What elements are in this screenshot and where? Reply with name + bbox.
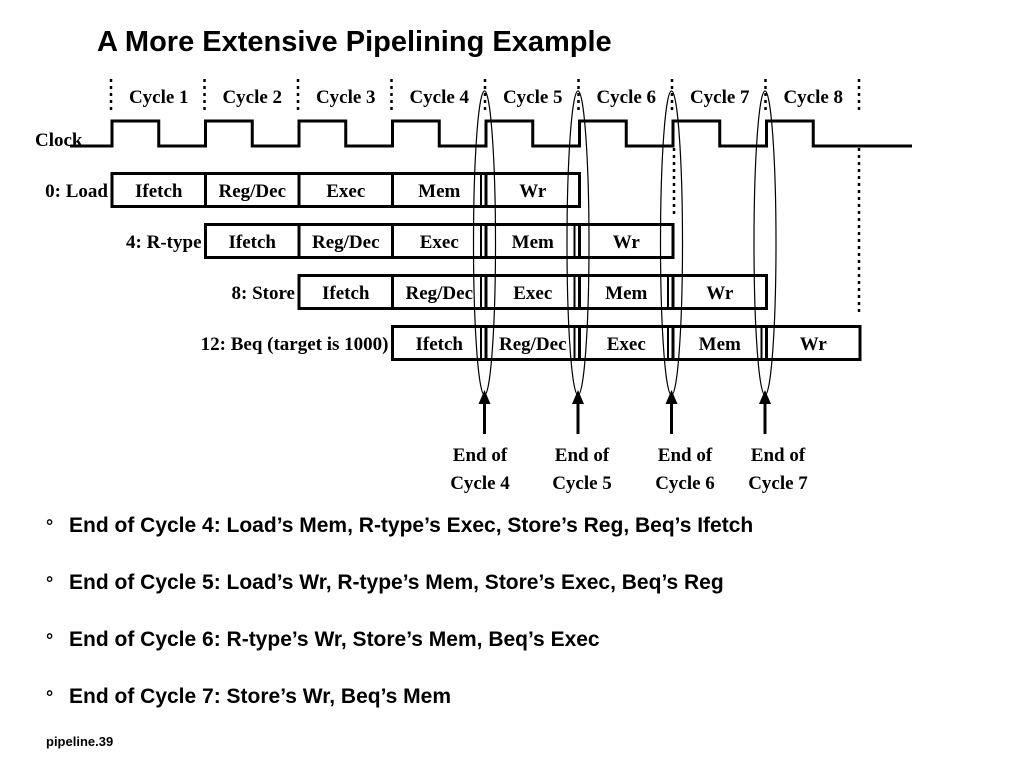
stage-label: Ifetch xyxy=(416,334,464,355)
bullet-mark: ° xyxy=(46,516,54,536)
stage-label: Wr xyxy=(706,283,734,304)
end-of-cycle-label: End of xyxy=(751,445,806,466)
stage-label: Ifetch xyxy=(322,283,370,304)
stage-label: Reg/Dec xyxy=(312,232,380,253)
cycle-label: Cycle 7 xyxy=(690,87,750,108)
pipeline-bar xyxy=(110,172,581,208)
instruction-label: 0: Load xyxy=(45,181,108,202)
stage-label: Reg/Dec xyxy=(499,334,567,355)
arrow-head-icon xyxy=(572,390,584,404)
end-of-cycle-label: End of xyxy=(555,445,610,466)
instruction-row: 8: Store Ifetch Reg/Dec Exec Mem Wr xyxy=(232,274,768,310)
cycle-label: Cycle 4 xyxy=(409,87,469,108)
stage-label: Reg/Dec xyxy=(405,283,473,304)
stage-label: Exec xyxy=(513,283,552,304)
cycle-labels: Cycle 1 Cycle 2 Cycle 3 Cycle 4 Cycle 5 Cycle… xyxy=(129,87,843,108)
stage-label: Mem xyxy=(418,181,460,202)
pipeline-bar xyxy=(204,223,675,259)
arrow-head-icon xyxy=(665,390,678,404)
end-of-cycle-label: End of xyxy=(658,445,713,466)
instruction-row: 12: Beq (target is 1000) Ifetch Reg/Dec Exe… xyxy=(201,325,862,361)
stage-label: Wr xyxy=(800,334,828,355)
instruction-label: 12: Beq (target is 1000) xyxy=(201,334,389,355)
instruction-row: 0: Load Ifetch Reg/Dec Exec Mem Wr xyxy=(45,172,581,208)
stage-label: Exec xyxy=(326,181,365,202)
end-of-cycle-label: Cycle 6 xyxy=(655,473,715,494)
instruction-row: 4: R-type Ifetch Reg/Dec Exec Mem Wr xyxy=(126,223,675,259)
bullet-mark: ° xyxy=(46,630,54,650)
pipeline-bar xyxy=(391,325,862,361)
clock-label: Clock xyxy=(35,130,83,151)
clock-waveform xyxy=(70,119,912,148)
stage-label: Ifetch xyxy=(135,181,183,202)
end-of-cycle-marker: End of Cycle 7 xyxy=(748,390,808,494)
end-of-cycle-label: End of xyxy=(453,445,508,466)
cycle-label: Cycle 3 xyxy=(316,87,376,108)
bullet-mark: ° xyxy=(46,687,54,707)
arrow-head-icon xyxy=(759,390,771,404)
stage-label: Mem xyxy=(699,334,741,355)
bullet-text: End of Cycle 4: Load’s Mem, R-type’s Exe… xyxy=(69,514,754,537)
stage-label: Ifetch xyxy=(229,232,277,253)
pipeline-bar xyxy=(297,274,768,310)
stage-label: Wr xyxy=(613,232,641,253)
bullet-mark: ° xyxy=(46,573,54,593)
end-of-cycle-marker: End of Cycle 6 xyxy=(655,390,715,494)
cycle-label: Cycle 2 xyxy=(222,87,282,108)
stage-label: Wr xyxy=(519,181,547,202)
end-of-cycle-label: Cycle 5 xyxy=(552,473,612,494)
end-of-cycle-label: Cycle 7 xyxy=(748,473,808,494)
stage-label: Reg/Dec xyxy=(218,181,286,202)
end-of-cycle-label: Cycle 4 xyxy=(450,473,510,494)
bullet-text: End of Cycle 7: Store’s Wr, Beq’s Mem xyxy=(69,685,451,708)
stage-label: Exec xyxy=(420,232,459,253)
cycle-label: Cycle 1 xyxy=(129,87,189,108)
slide-title: A More Extensive Pipelining Example xyxy=(97,26,612,58)
stage-label: Mem xyxy=(512,232,554,253)
bullet-text: End of Cycle 5: Load’s Wr, R-type’s Mem,… xyxy=(69,571,724,594)
stage-label: Exec xyxy=(607,334,646,355)
pipeline-diagram: Cycle 1 Cycle 2 Cycle 3 Cycle 4 Cycle 5 Cycle… xyxy=(35,79,912,494)
cycle-label: Cycle 8 xyxy=(783,87,843,108)
cycle-label: Cycle 5 xyxy=(503,87,563,108)
instruction-label: 8: Store xyxy=(232,283,296,304)
arrow-head-icon xyxy=(478,390,491,404)
instruction-label: 4: R-type xyxy=(126,232,201,253)
bullet-text: End of Cycle 6: R-type’s Wr, Store’s Mem… xyxy=(69,628,600,651)
slide-footer: pipeline.39 xyxy=(46,734,114,749)
cycle-dividers xyxy=(109,79,861,316)
stage-label: Mem xyxy=(605,283,647,304)
cycle-label: Cycle 6 xyxy=(596,87,656,108)
end-of-cycle-marker: End of Cycle 5 xyxy=(552,390,612,494)
end-of-cycle-marker: End of Cycle 4 xyxy=(450,390,510,494)
